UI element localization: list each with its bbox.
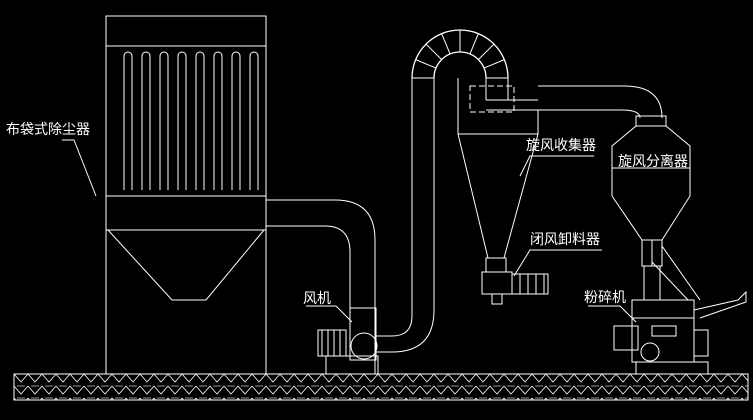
cyclone-separator xyxy=(611,115,691,267)
bag-filter xyxy=(105,15,267,375)
filter-bag xyxy=(159,51,169,190)
elbow-rib xyxy=(483,59,505,69)
pulverizer xyxy=(613,290,747,375)
label-cyclone-collector: 旋风收集器 xyxy=(526,137,596,154)
filter-bag xyxy=(177,51,187,190)
elbow-rib xyxy=(415,59,437,69)
label-airlock-feeder: 闭风卸料器 xyxy=(530,232,600,248)
label-bag-filter: 布袋式除尘器 xyxy=(6,122,90,138)
filter-bag xyxy=(249,51,259,190)
filter-bag xyxy=(141,51,151,190)
filter-bag xyxy=(195,51,205,190)
filter-bags xyxy=(123,51,259,190)
duct-collector-to-separator xyxy=(538,85,663,119)
leader-airlock-feeder xyxy=(513,249,602,277)
elbow-rib xyxy=(478,43,495,60)
filter-bag xyxy=(213,51,223,190)
duct-top-elbow xyxy=(411,29,509,100)
feed-chute xyxy=(643,245,701,301)
duct-fan-to-cyclone xyxy=(376,78,435,353)
elbow-rib xyxy=(469,33,479,55)
duct-filter-to-fan xyxy=(266,199,376,374)
elbow-rib xyxy=(441,33,451,55)
leader-pulverizer xyxy=(588,305,637,323)
leader-bag-filter xyxy=(62,139,97,197)
label-fan: 风机 xyxy=(303,291,331,307)
filter-bag xyxy=(231,51,241,190)
ground-foundation xyxy=(13,373,749,401)
label-pulverizer: 粉碎机 xyxy=(584,290,626,306)
airlock-feeder xyxy=(481,271,549,305)
fan xyxy=(317,307,379,375)
filter-bag xyxy=(123,51,133,190)
elbow-rib xyxy=(425,43,442,60)
leader-fan xyxy=(306,305,353,323)
cyclone-collector xyxy=(457,78,539,273)
leader-cyclone-collector xyxy=(519,155,594,177)
label-cyclone-separator: 旋风分离器 xyxy=(618,153,688,170)
elbow-ribs xyxy=(415,30,505,69)
